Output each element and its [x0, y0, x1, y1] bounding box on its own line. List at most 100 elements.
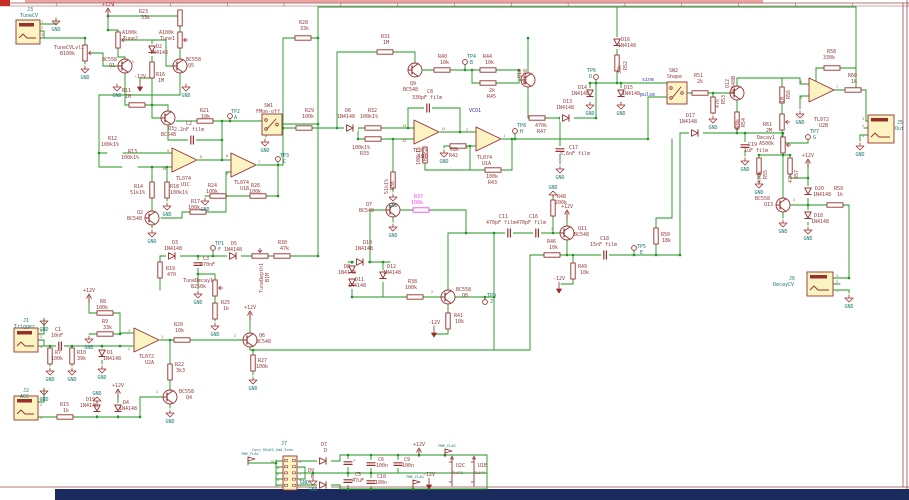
- sym-D7[interactable]: [317, 457, 331, 465]
- sym-D6[interactable]: [344, 124, 358, 132]
- sym-U1B[interactable]: [230, 152, 257, 178]
- sym-C16[interactable]: [533, 228, 541, 238]
- sym-D9[interactable]: [317, 481, 331, 489]
- sym-R22[interactable]: [167, 363, 173, 381]
- sym-Q10[interactable]: [520, 72, 536, 88]
- sym-R33[interactable]: [364, 136, 382, 142]
- sym-Q2[interactable]: [144, 210, 160, 226]
- sym-D13[interactable]: [560, 114, 574, 122]
- sym-R52[interactable]: [614, 54, 620, 72]
- sym-TuneCVLvl1[interactable]: [82, 44, 93, 62]
- sym-Q12[interactable]: [729, 85, 745, 101]
- sym-R32[interactable]: [364, 125, 382, 131]
- sym-C1[interactable]: [56, 341, 64, 351]
- sym-Q7[interactable]: [385, 202, 401, 218]
- sym-R43[interactable]: [484, 167, 502, 173]
- sym-D12[interactable]: [379, 270, 387, 282]
- sym-Q3[interactable]: [160, 110, 176, 126]
- sym-R8[interactable]: [96, 310, 114, 316]
- sym-R11[interactable]: [128, 102, 146, 108]
- sym-U1C[interactable]: [171, 147, 198, 173]
- sym-C3[interactable]: [193, 260, 203, 268]
- sym-TP2[interactable]: [227, 113, 233, 119]
- sym-TuneDepth1[interactable]: [251, 248, 269, 259]
- sym-D15[interactable]: [617, 88, 625, 100]
- sym-D3[interactable]: [166, 252, 180, 260]
- sym-C9[interactable]: [393, 460, 403, 468]
- sym-R48[interactable]: [550, 199, 556, 217]
- sym-D18[interactable]: [804, 210, 812, 222]
- sym-R50[interactable]: [653, 227, 659, 245]
- sym-R15[interactable]: [56, 414, 74, 420]
- sym-R47[interactable]: [528, 115, 546, 121]
- sym-U1E[interactable]: [470, 455, 476, 487]
- sym-Q1[interactable]: [117, 58, 133, 74]
- sym-Q8[interactable]: [440, 289, 456, 305]
- sym-C6[interactable]: [366, 460, 376, 468]
- sym-D8[interactable]: [348, 264, 356, 276]
- sym-D1[interactable]: [98, 348, 106, 360]
- sym-R58[interactable]: [823, 65, 841, 71]
- sym-Q6[interactable]: [242, 332, 258, 348]
- sym-R18[interactable]: [164, 181, 170, 199]
- sym-R9[interactable]: [96, 331, 114, 337]
- sym-D19[interactable]: [93, 403, 101, 415]
- sym-R54[interactable]: [734, 111, 740, 129]
- sym-R29[interactable]: [295, 125, 313, 131]
- sym-C2[interactable]: [188, 135, 196, 145]
- sym-R53[interactable]: [710, 96, 716, 114]
- sym-R38[interactable]: [406, 294, 424, 300]
- sym-C18[interactable]: [601, 250, 609, 260]
- sym-R30[interactable]: [273, 253, 291, 259]
- sym-R39[interactable]: [422, 146, 428, 164]
- sym-C5[interactable]: +: [343, 476, 357, 485]
- sym-C11[interactable]: [505, 228, 513, 238]
- sym-Tune2[interactable]: [115, 31, 126, 49]
- sym-R14[interactable]: [149, 181, 155, 199]
- sym-Tune1[interactable]: [177, 31, 188, 49]
- sym-J6[interactable]: [806, 271, 834, 297]
- sym-TP9[interactable]: [482, 299, 488, 305]
- sym-C8[interactable]: [424, 103, 432, 113]
- sym-R7[interactable]: [47, 347, 53, 365]
- sym-R19[interactable]: [157, 261, 163, 279]
- sym-R16[interactable]: [149, 61, 155, 79]
- sym-R44[interactable]: [479, 67, 497, 73]
- sym-Q13[interactable]: [775, 197, 791, 213]
- sym-U2B[interactable]: [808, 77, 835, 103]
- sym-D20[interactable]: [804, 186, 812, 198]
- sym-R60[interactable]: [844, 87, 862, 93]
- sym-TP3[interactable]: [275, 156, 281, 162]
- sym-D16[interactable]: [613, 37, 621, 49]
- sym-R41[interactable]: [445, 312, 451, 330]
- sym-Q11[interactable]: [559, 225, 575, 241]
- sym-R20[interactable]: [173, 337, 191, 343]
- sym-C19[interactable]: [740, 142, 750, 150]
- sym-SW1[interactable]: [261, 113, 283, 136]
- sym-D17[interactable]: [689, 129, 703, 137]
- sym-TP5[interactable]: [631, 245, 637, 251]
- sym-R37[interactable]: [412, 207, 430, 213]
- sym-Q4[interactable]: [162, 389, 178, 405]
- sym-D5[interactable]: [227, 252, 241, 260]
- sym-R17[interactable]: [189, 209, 207, 215]
- sym-TP6[interactable]: [593, 74, 599, 80]
- sym-R21[interactable]: [196, 118, 214, 124]
- sym-R31[interactable]: [376, 49, 394, 55]
- sym-U1A[interactable]: [475, 126, 502, 152]
- sym-R25[interactable]: [212, 302, 218, 320]
- sym-R46[interactable]: [543, 252, 561, 258]
- sym-R26[interactable]: [249, 193, 267, 199]
- sym-R55[interactable]: [756, 157, 762, 175]
- sym-R61[interactable]: [779, 113, 790, 131]
- sym-C17[interactable]: [555, 146, 565, 154]
- sym-Q5[interactable]: [172, 58, 188, 74]
- sym-R42[interactable]: [449, 143, 467, 149]
- sym-Q9[interactable]: [407, 62, 423, 78]
- sym-D2[interactable]: [148, 44, 156, 56]
- sym-D14[interactable]: [586, 88, 594, 100]
- sym-R10[interactable]: [69, 347, 75, 365]
- sym-SW2[interactable]: [666, 81, 688, 105]
- sym-R56[interactable]: [779, 86, 785, 104]
- sym-J1[interactable]: [13, 327, 39, 353]
